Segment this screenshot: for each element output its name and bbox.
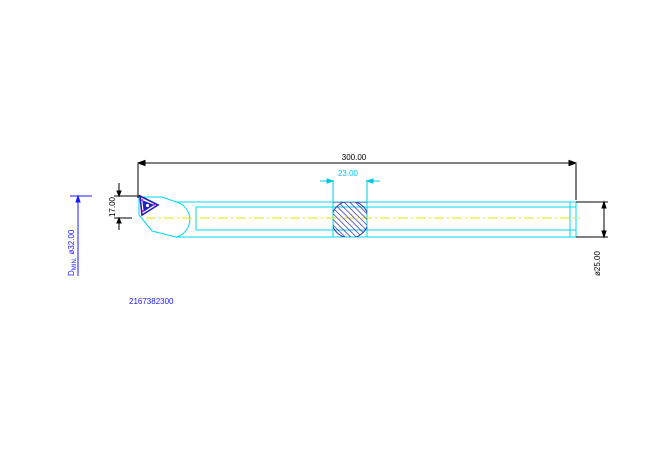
overall-length-label: 300.00	[342, 153, 367, 162]
min-bore-subscript: MIN.	[72, 257, 78, 270]
shank-diameter-dimension	[576, 200, 608, 239]
flat-width-label: 23.00	[338, 169, 359, 178]
cross-section	[333, 202, 367, 237]
insert-offset-label: 17.00	[108, 196, 117, 217]
min-bore-dimension	[70, 194, 92, 276]
triangular-insert	[139, 194, 160, 217]
min-bore-label: DMIN. ø32.00	[67, 229, 78, 276]
min-bore-symbol: D	[67, 270, 76, 276]
overall-length-dimension	[136, 159, 578, 200]
min-bore-value: ø32.00	[67, 229, 76, 254]
insert-offset-dimension	[114, 183, 140, 230]
part-number: 2167382300	[129, 297, 174, 306]
flat-width-dimension	[320, 178, 380, 202]
shank-diameter-label: ø25.00	[593, 251, 602, 276]
